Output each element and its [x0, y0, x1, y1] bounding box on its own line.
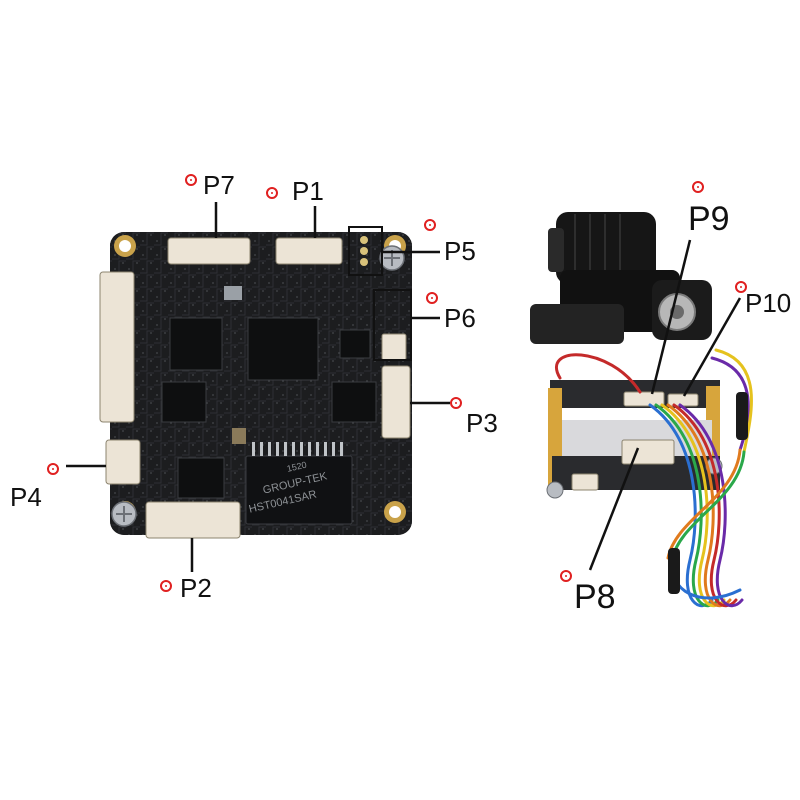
marker-icon [424, 219, 436, 231]
connector-p6-small [381, 333, 407, 361]
marker-icon [692, 181, 704, 193]
connector-p4 [105, 439, 141, 485]
port-label-p4: P4 [10, 482, 42, 512]
marker-icon [735, 281, 747, 293]
connector-p2 [145, 501, 241, 539]
port-label-p6: P6 [444, 303, 476, 333]
marker-icon [266, 187, 278, 199]
connector-p8 [621, 439, 675, 465]
marker-icon [160, 580, 172, 592]
chips [161, 286, 377, 499]
port-label-p8: P8 [574, 578, 616, 616]
port-label-p7: P7 [203, 170, 235, 200]
port-label-p9: P9 [688, 200, 730, 238]
screw-top-right [379, 245, 405, 271]
port-label-p3: P3 [466, 408, 498, 438]
connector-p3 [381, 365, 411, 439]
marker-icon [450, 397, 462, 409]
heat-shrink [668, 392, 748, 594]
marker-icon [47, 463, 59, 475]
connector-left-strip [99, 271, 135, 423]
lens-module [530, 212, 753, 608]
port-label-p2: P2 [180, 573, 212, 603]
port-label-p10: P10 [745, 288, 792, 318]
lens [530, 212, 712, 344]
magnetics-chip [245, 442, 353, 525]
connector-p1 [275, 237, 343, 265]
marker-icon [426, 292, 438, 304]
port-label-p5: P5 [444, 236, 476, 266]
marker-icon [185, 174, 197, 186]
p6-box [373, 289, 412, 361]
screw-bottom-left [111, 501, 137, 527]
marker-icon [560, 570, 572, 582]
port-label-p1: P1 [292, 176, 324, 206]
module-leader-lines [588, 239, 742, 571]
board-leader-lines [66, 202, 450, 572]
connector-p10 [667, 393, 699, 407]
connector-p7 [167, 237, 251, 265]
connector-p9 [623, 391, 665, 407]
camera-board [66, 202, 450, 572]
